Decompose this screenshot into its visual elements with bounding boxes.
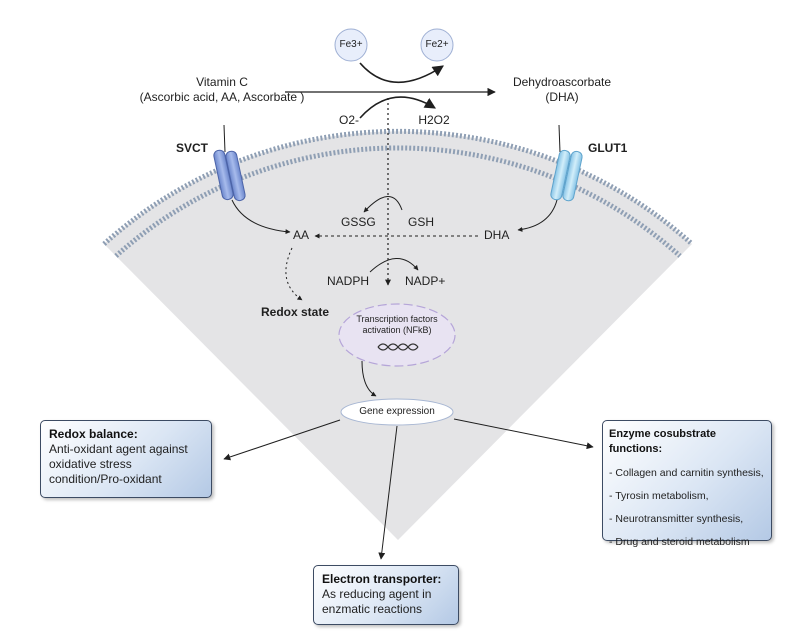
arrow-to-enzyme-box xyxy=(453,418,594,450)
gssg-label: GSSG xyxy=(341,215,376,229)
nucleus xyxy=(338,303,456,367)
dha-label: DHA xyxy=(484,228,510,242)
enzyme-function-item: - Neurotransmitter synthesis, xyxy=(609,513,744,525)
redox-balance-line: Anti-oxidant agent against xyxy=(49,442,188,456)
h2o2-label: H2O2 xyxy=(418,113,450,127)
gsh-to-gssg-arrow xyxy=(363,196,403,213)
redox-state-label: Redox state xyxy=(261,305,330,319)
superoxide-label: O2- xyxy=(338,113,360,127)
membrane-outer xyxy=(102,128,694,246)
arrow-to-electron-box xyxy=(378,425,398,560)
dna-icon xyxy=(377,343,419,351)
fe2-label: Fe2+ xyxy=(425,39,449,50)
glut1-label: GLUT1 xyxy=(588,141,628,155)
gene-expression-label: Gene expression xyxy=(359,406,435,417)
electron-transporter-line: As reducing agent in xyxy=(322,587,432,601)
enzyme-cosubstrate-box: Enzyme cosubstrate functions: - Collagen… xyxy=(602,420,772,548)
redox-balance-box: Redox balance: Anti-oxidant agent agains… xyxy=(40,420,212,498)
aa-to-redox-arrow xyxy=(285,247,303,301)
glut1-to-dha-arrow xyxy=(517,199,558,232)
fe3-circle xyxy=(334,28,368,62)
vitamin-c-subtitle: (Ascorbic acid, AA, Ascorbate ) xyxy=(139,90,305,104)
fe2-circle xyxy=(420,28,454,62)
electron-transporter-title: Electron transporter: xyxy=(322,572,442,586)
nadp-label: NADP+ xyxy=(405,274,446,288)
redox-balance-title: Redox balance: xyxy=(49,427,138,441)
nadph-to-nadp-arrow xyxy=(369,258,419,273)
fe3-label: Fe3+ xyxy=(339,39,363,50)
dehydroascorbate-label: Dehydroascorbate xyxy=(512,75,612,89)
membrane-inner xyxy=(114,145,682,258)
fe-reduction-arrow xyxy=(359,62,444,84)
aa-label: AA xyxy=(293,228,310,242)
dha-abbrev-label: (DHA) xyxy=(545,90,579,104)
svct-label: SVCT xyxy=(176,141,209,155)
redox-balance-line: condition/Pro-oxidant xyxy=(49,472,162,486)
svct-to-aa-arrow xyxy=(231,199,291,235)
gene-expression-ellipse xyxy=(340,398,454,426)
redox-balance-line: oxidative stress xyxy=(49,457,132,471)
enzyme-function-item: - Drug and steroid metabolism xyxy=(609,536,750,548)
enzyme-function-item: - Collagen and carnitin synthesis, xyxy=(609,467,764,479)
electron-transporter-box: Electron transporter: As reducing agent … xyxy=(313,565,459,625)
nadph-label: NADPH xyxy=(327,274,370,288)
arrow-to-redox-box xyxy=(223,419,341,461)
gsh-label: GSH xyxy=(408,215,435,229)
superoxide-arrow xyxy=(359,96,436,119)
electron-transporter-line: enzmatic reactions xyxy=(322,602,423,616)
enzyme-cosubstrate-title: Enzyme cosubstrate functions: xyxy=(609,428,716,455)
nucleus-to-gene-arrow xyxy=(361,360,377,397)
nfkb-label: activation (NFkB) xyxy=(362,325,432,335)
glut1-transporter-icon xyxy=(550,124,583,202)
enzyme-function-item: - Tyrosin metabolism, xyxy=(609,490,709,502)
svct-transporter-icon xyxy=(213,124,246,202)
transcription-factors-label: Transcription factors xyxy=(356,314,438,324)
vitamin-c-label: Vitamin C xyxy=(196,75,248,89)
